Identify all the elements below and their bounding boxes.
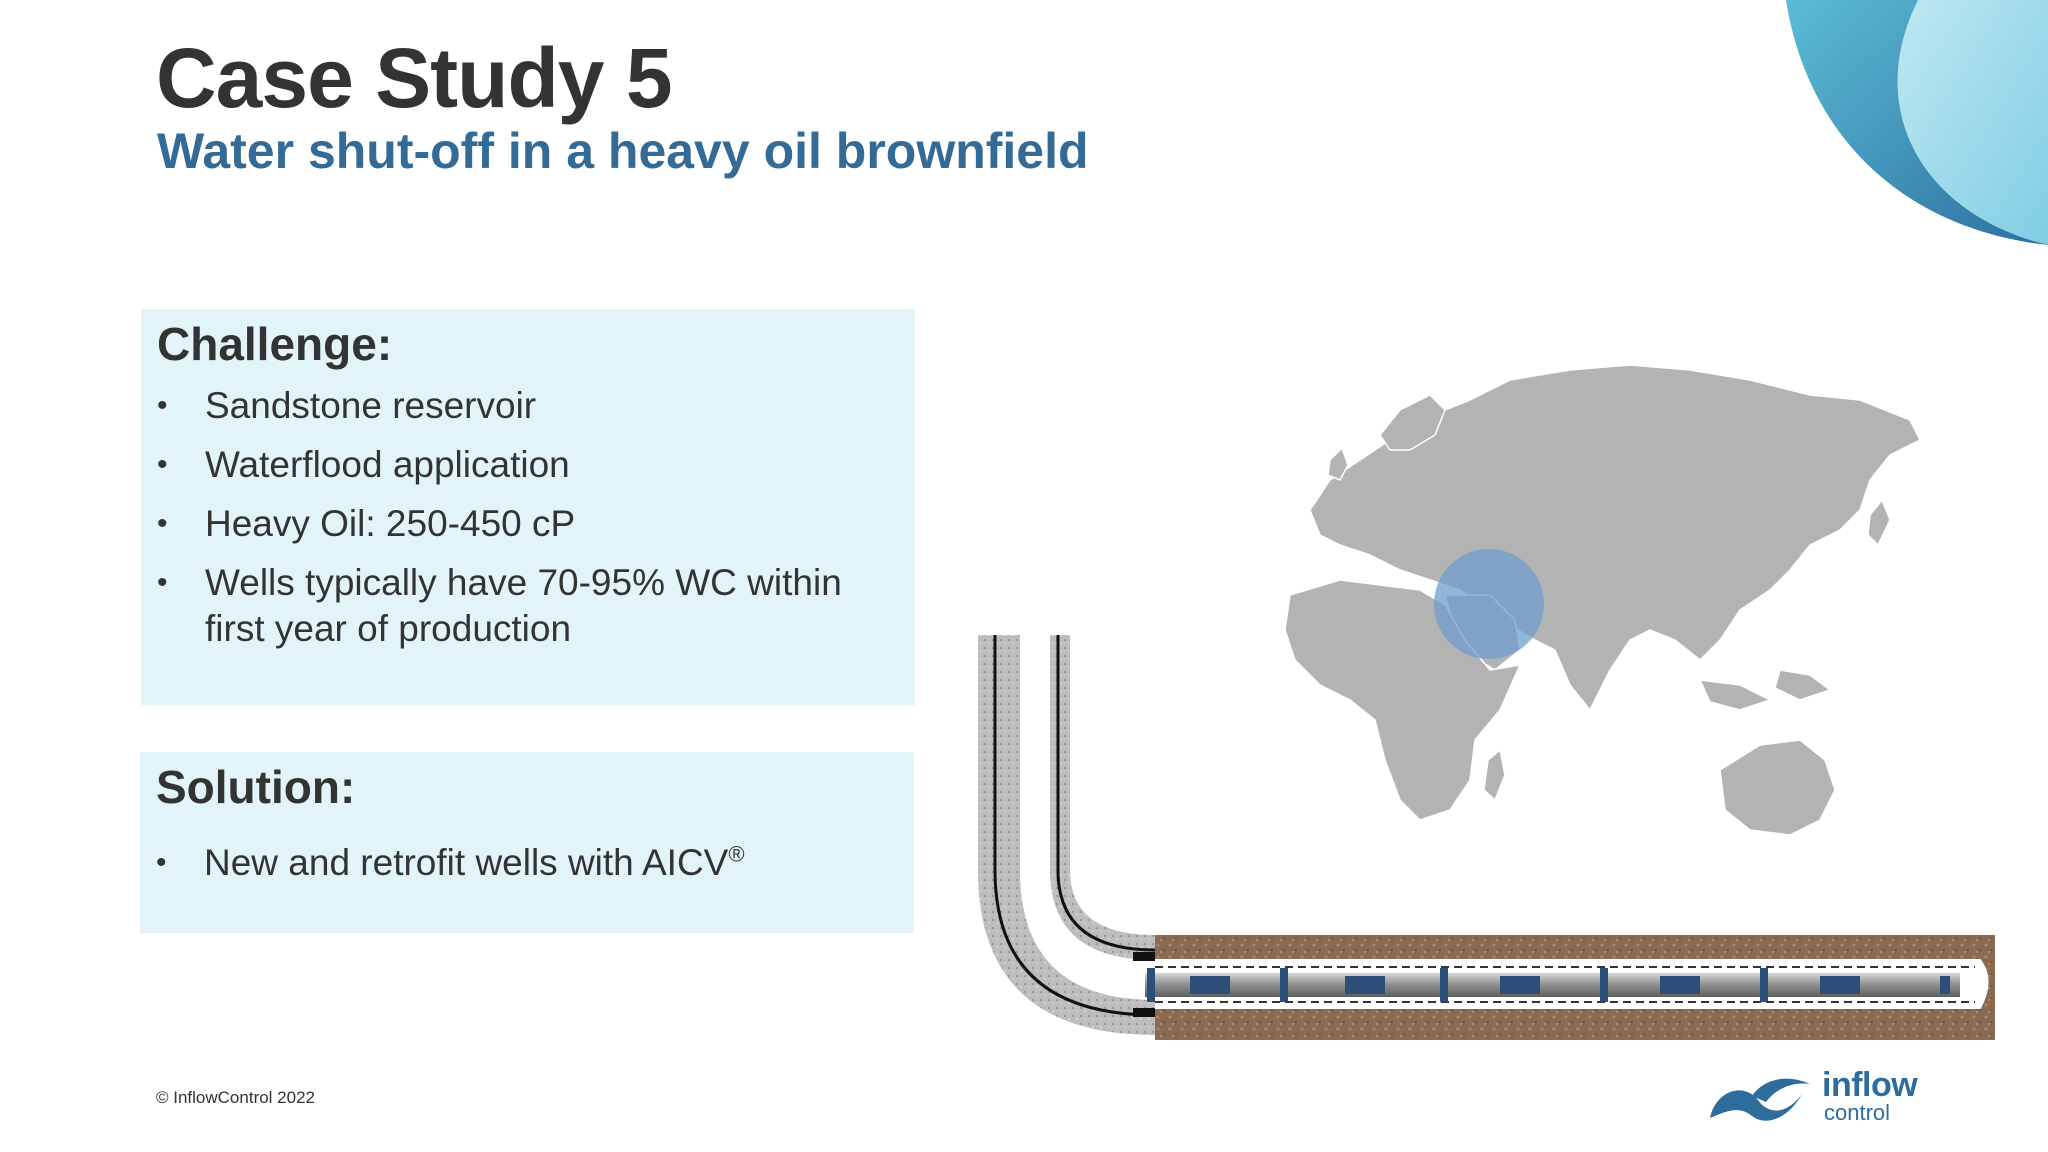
copyright-footer: © InflowControl 2022 [156,1088,316,1107]
solution-list: •New and retrofit wells with AICV® [140,840,904,899]
logo-text-sub: control [1824,1100,1891,1125]
corner-decoration [1786,0,2048,245]
wave-logo-icon [1710,1078,1810,1121]
inflow-control-logo: inflow control [1706,1066,1926,1128]
bullet-icon: • [156,846,167,879]
page-title: Case Study 5 [156,31,673,125]
solution-heading: Solution: [156,761,356,813]
bullet-icon: • [157,448,168,481]
list-item: •New and retrofit wells with AICV® [140,840,904,886]
list-item: •Wells typically have 70-95% WC within f… [157,562,842,649]
world-map-icon [1284,364,1921,836]
challenge-box: Challenge: •Sandstone reservoir •Waterfl… [141,309,915,705]
middle-east-highlight-circle [1434,549,1544,659]
registered-mark: ® [728,841,745,867]
well-diagram-icon [978,635,1995,1040]
bullet-icon: • [157,389,168,422]
logo-text-main: inflow [1822,1066,1918,1104]
challenge-heading: Challenge: [157,318,393,370]
list-item: •Sandstone reservoir [141,383,905,429]
list-item: •Heavy Oil: 250-450 cP [141,501,905,547]
list-item: •Waterflood application [141,442,905,488]
bullet-icon: • [157,566,168,599]
page-subtitle: Water shut-off in a heavy oil brownfield [157,123,1089,179]
challenge-list: •Sandstone reservoir •Waterflood applica… [141,383,905,665]
solution-box: Solution: •New and retrofit wells with A… [140,752,914,933]
bullet-icon: • [157,507,168,540]
